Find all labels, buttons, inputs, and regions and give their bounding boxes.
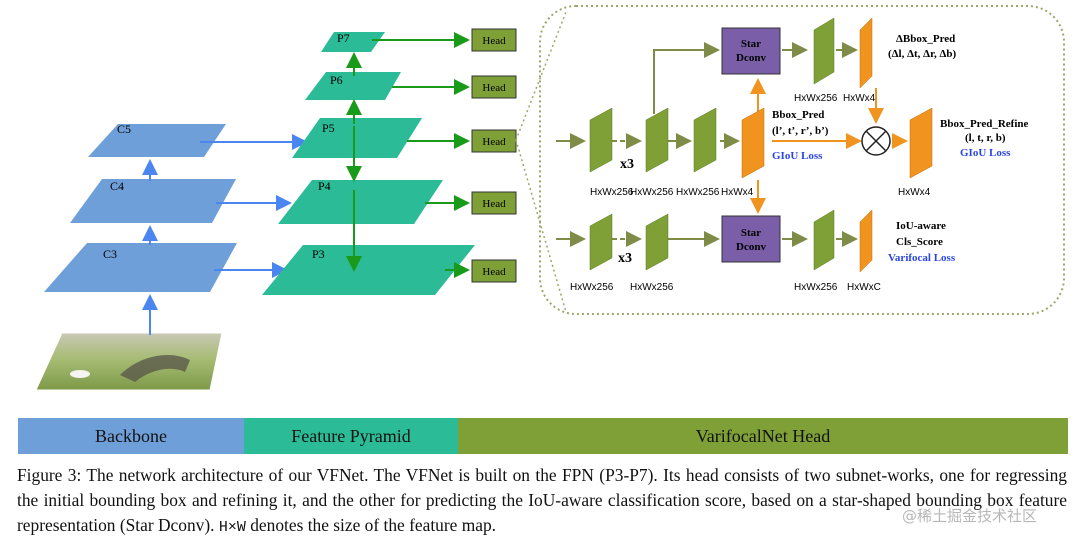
legend-backbone: Backbone [18,418,244,454]
pyramid-plane-p6 [305,72,401,100]
star-dconv-box-bottom: Star Dconv [721,215,781,263]
iou-aware-title: IoU-aware [896,220,946,232]
cls-score-title: Cls_Score [896,236,943,248]
pyramid-plane-p4 [278,180,443,224]
pyramid-label-p4: P4 [318,179,331,193]
figure-caption: Figure 3: The network architecture of ou… [17,463,1067,540]
svg-text:Head: Head [482,198,506,210]
size-label-5: HxWx256 [794,93,838,104]
legend-feature-pyramid: Feature Pyramid [244,418,458,454]
head-box-p4: Head [471,191,517,215]
svg-text:Head: Head [482,136,506,148]
svg-text:Dconv: Dconv [736,52,766,64]
caption-text-1: Figure 3: The network architecture of ou… [17,465,1067,535]
head-box-p5: Head [471,129,517,153]
svg-text:Star: Star [741,38,761,50]
size-label-10: HxWx256 [794,282,838,293]
caption-mono: H×W [218,519,246,536]
size-label-4: HxWx4 [721,187,754,198]
head-box-p6: Head [471,75,517,99]
head-detail-panel [539,5,1065,315]
pyramid-to-head-arrows [372,32,470,278]
pyramid-plane-p3 [262,245,475,295]
svg-text:Head: Head [482,82,506,94]
size-label-7: HxWx4 [898,187,931,198]
repeat-label-bottom: x3 [618,251,632,266]
detail-orange-arrows [750,78,908,214]
pyramid-label-p6: P6 [330,73,343,87]
architecture-diagram: C3 C4 C5 P3 P4 P5 P6 P7 Head Head [35,5,1065,391]
bbox-pred-values: (l’, t’, r’, b’) [772,125,829,137]
pyramid-label-p5: P5 [322,121,335,135]
bbox-pred-title: Bbox_Pred [772,109,824,121]
legend-bar: Backbone Feature Pyramid VarifocalNet He… [18,418,1068,454]
refine-title: Bbox_Pred_Refine [940,118,1029,130]
detail-arrows [556,42,858,247]
feature-maps-orange [741,17,933,273]
delta-bbox-title: ΔBbox_Pred [896,33,955,45]
size-label-6: HxWx4 [843,93,876,104]
svg-text:Head: Head [482,266,506,278]
svg-text:Dconv: Dconv [736,241,766,253]
size-label-9: HxWx256 [630,282,674,293]
size-label-2: HxWx256 [630,187,674,198]
feature-maps-olive [589,17,835,271]
refine-values: (l, t, r, b) [965,132,1006,144]
backbone-plane-c3 [44,243,237,292]
repeat-label-top: x3 [620,157,634,172]
backbone-label-c4: C4 [110,179,124,193]
backbone-plane-c5 [88,124,226,157]
multiply-icon [861,126,891,156]
size-label-11: HxWxC [847,282,881,293]
giou-loss-label-2: GIoU Loss [960,147,1011,159]
backbone-plane-c4 [70,179,236,223]
svg-text:Star: Star [741,227,761,239]
pyramid-plane-p5 [292,118,422,158]
size-label-8: HxWx256 [570,282,614,293]
pyramid-label-p3: P3 [312,247,325,261]
backbone-label-c5: C5 [117,122,131,136]
watermark: @稀土掘金技术社区 [902,507,1038,525]
caption-text-2: denotes the size of the feature map. [245,515,497,535]
delta-bbox-values: (Δl, Δt, Δr, Δb) [888,48,956,60]
giou-loss-label-1: GIoU Loss [772,150,823,162]
pyramid-plane-p7 [321,32,385,52]
size-label-3: HxWx256 [676,187,720,198]
backbone-label-c3: C3 [103,247,117,261]
head-box-p3: Head [471,259,517,283]
input-image [35,332,223,391]
size-label-1: HxWx256 [590,187,634,198]
legend-varifocalnet-head: VarifocalNet Head [458,418,1068,454]
svg-text:Head: Head [482,35,506,47]
pyramid-label-p7: P7 [337,31,350,45]
head-box-p7: Head [471,28,517,52]
star-dconv-box-top: Star Dconv [721,27,781,75]
varifocal-loss-label: Varifocal Loss [888,252,956,264]
